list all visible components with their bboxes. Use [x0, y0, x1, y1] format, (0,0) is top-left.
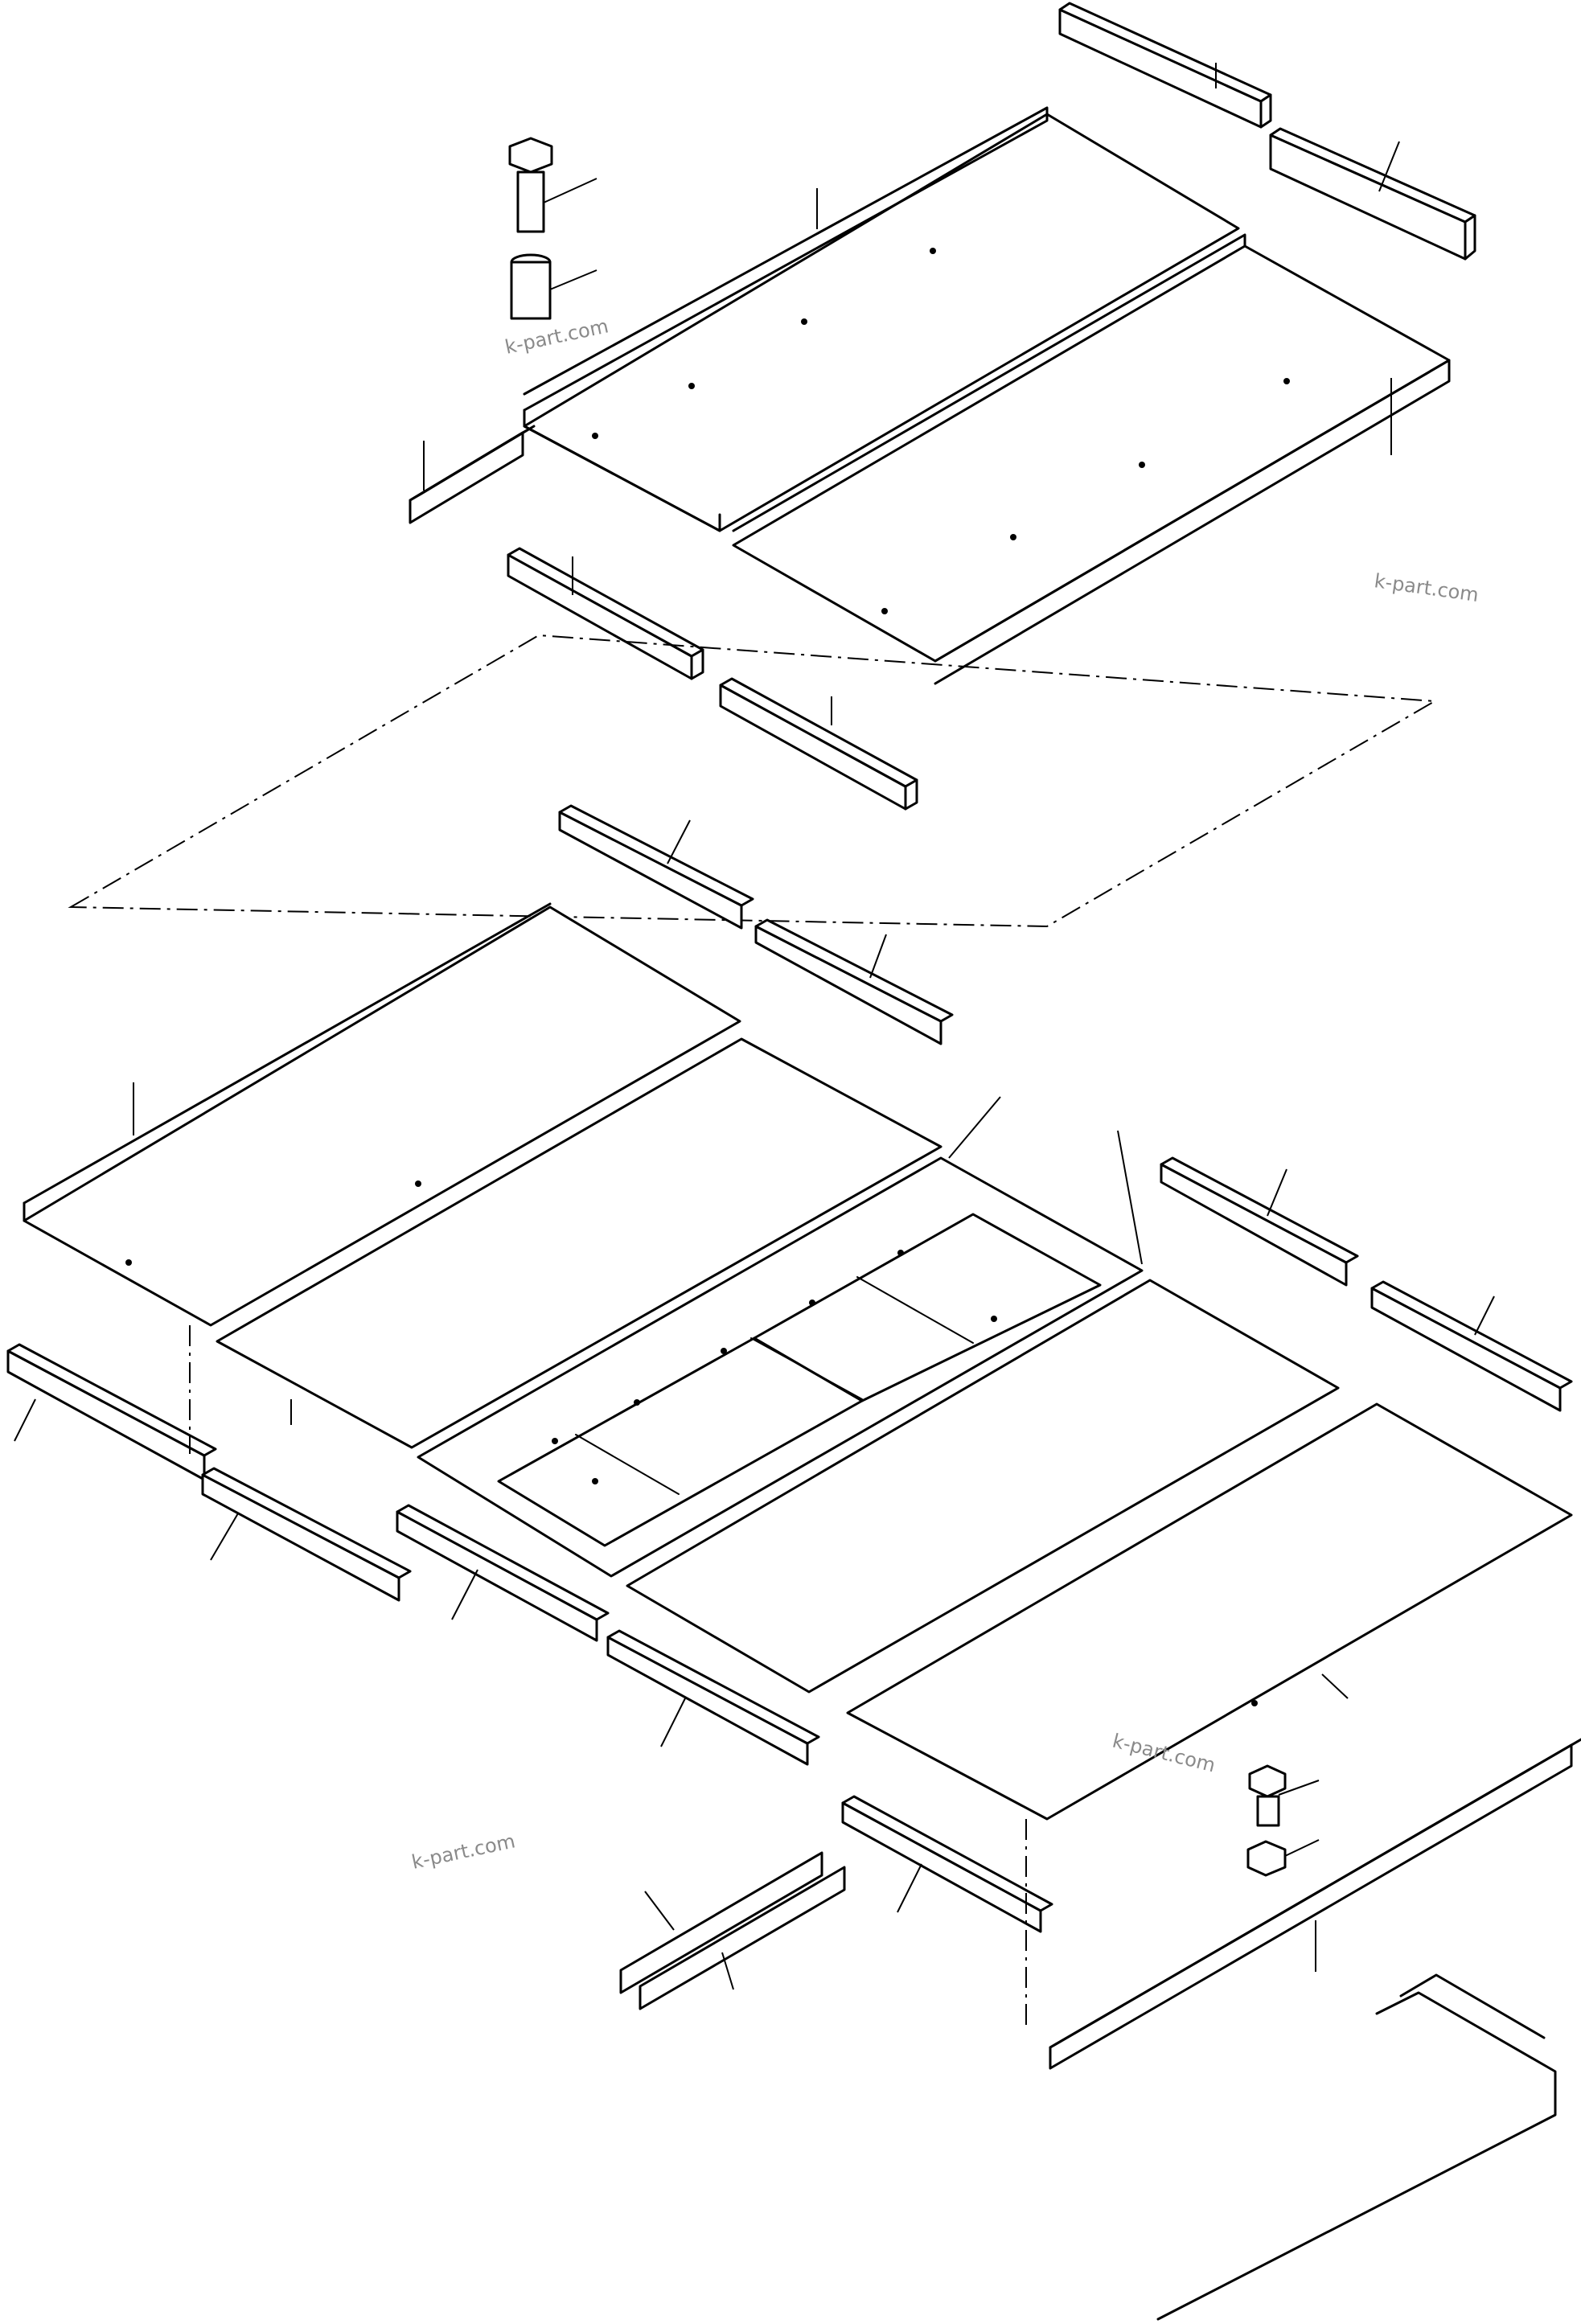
assembly-outline-upper	[68, 634, 1438, 928]
mounting-holes	[125, 248, 1290, 1706]
floor-panel-upper-right	[732, 233, 1451, 685]
beam-bottom-left-b	[201, 1467, 412, 1602]
spacer-sleeve-upper	[510, 253, 597, 320]
beam-bottom-center-c	[841, 1795, 1053, 1933]
beam-long-bottom-right	[1049, 1738, 1581, 2070]
beam-top-right-b	[1269, 127, 1476, 261]
beam-top-right-a	[1058, 2, 1272, 129]
beam-bottom-left-a	[6, 1343, 217, 1481]
floor-panel-upper-left	[523, 106, 1240, 532]
beam-right-a	[1160, 1156, 1359, 1287]
hex-bolt-lower	[1248, 1764, 1320, 1827]
hex-bolt-upper	[508, 137, 597, 233]
floor-panel-lower-right-b	[846, 1402, 1573, 1821]
beam-upper-front-b	[719, 677, 918, 811]
beam-right-b	[1370, 1280, 1573, 1412]
watermark-3: k-part.com	[409, 1829, 517, 1874]
upper-floor-assembly	[68, 2, 1476, 928]
beam-bottom-center-b	[606, 1629, 820, 1766]
lower-floor-assembly	[6, 804, 1581, 2321]
watermark-1: k-part.com	[503, 314, 610, 359]
beam-middle-a	[558, 804, 754, 930]
floor-panel-lower-right-a	[626, 1130, 1340, 1694]
floor-panel-lower-second	[216, 1037, 942, 1449]
beam-upper-front-a	[507, 547, 704, 680]
beam-middle-b	[754, 918, 954, 1045]
floor-panel-lower-left	[23, 902, 741, 1327]
hex-nut-lower	[1246, 1839, 1320, 1877]
beam-bottom-center-a	[396, 1504, 610, 1642]
beam-upper-left	[409, 425, 536, 524]
watermark-2: k-part.com	[1373, 569, 1480, 606]
center-frame	[417, 1096, 1144, 1578]
frame-fragment-bottom-right	[1156, 1973, 1557, 2321]
beam-pair-lower-left	[619, 1851, 846, 2010]
